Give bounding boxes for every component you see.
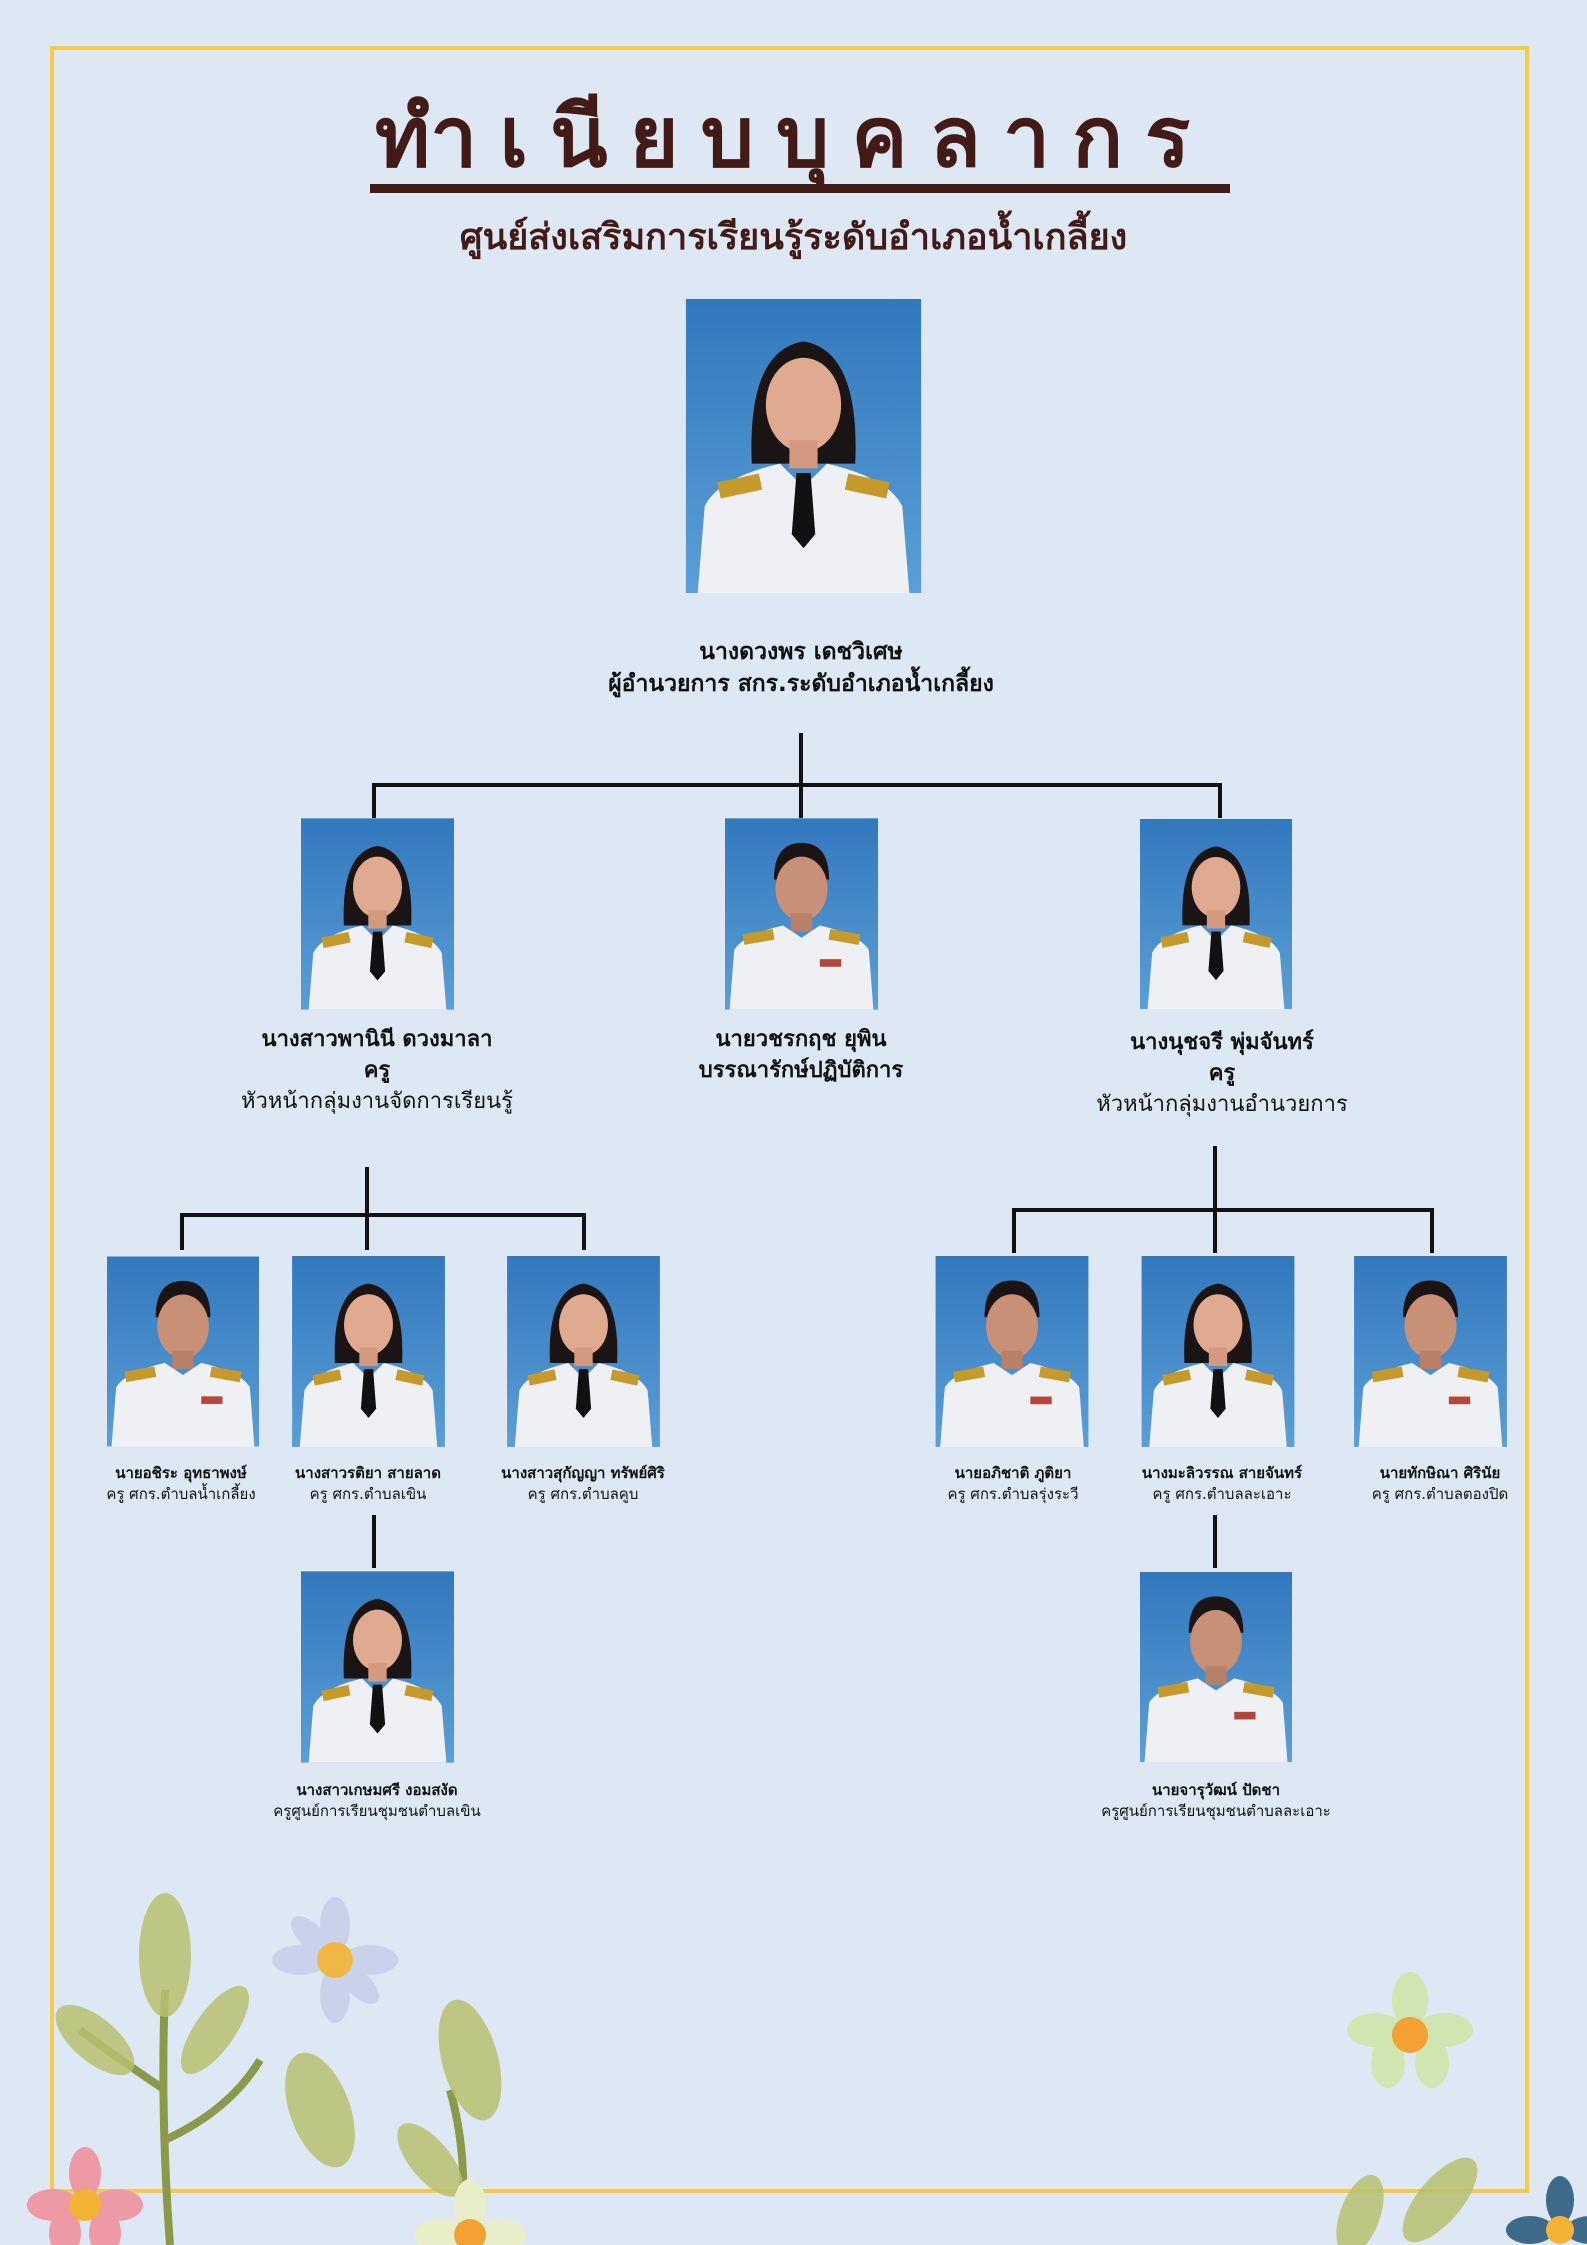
staff-role: ครู — [1208, 1060, 1236, 1086]
staff-role: ครู ศกร.ตำบลตองปิด — [1371, 1485, 1509, 1503]
staff-label: นายวชรกฤช ยุพิน บรรณารักษ์ปฏิบัติการ — [571, 1025, 1031, 1087]
connector-line — [1430, 1208, 1434, 1253]
director-name: นางดวงพร เดชวิเศษ — [699, 639, 903, 665]
staff-role: ครู ศกร.ตำบลรุ่งระวี — [947, 1485, 1079, 1503]
page-subtitle: ศูนย์ส่งเสริมการเรียนรู้ระดับอำเภอน้ำเกล… — [459, 217, 1128, 258]
staff-name: นางสาวรติยา สายลาด — [295, 1464, 441, 1482]
connector-line — [372, 783, 1222, 787]
staff-role: ครู ศกร.ตำบลละเอาะ — [1152, 1485, 1292, 1503]
staff-name: นางนุชจรี พุ่มจันทร์ — [1130, 1030, 1314, 1055]
staff-photo — [1141, 1256, 1295, 1447]
staff-label: นางนุชจรี พุ่มจันทร์ ครู หัวหน้ากลุ่มงาน… — [992, 1028, 1452, 1120]
connector-line — [180, 1213, 586, 1217]
connector-line — [180, 1213, 184, 1250]
connector-line — [1213, 1146, 1217, 1210]
title-underline — [370, 184, 1230, 193]
staff-label: นางสาวพานินี ดวงมาลา ครู หัวหน้ากลุ่มงาน… — [147, 1025, 607, 1117]
connector-line — [1213, 1515, 1217, 1568]
connector-line — [372, 1515, 376, 1568]
staff-photo — [301, 1571, 454, 1763]
connector-line — [1213, 1208, 1217, 1253]
staff-name: นายจารุวัฒน์ ปัดชา — [1151, 1781, 1281, 1799]
page-title: ทำเนียบบุคลากร — [374, 88, 1213, 186]
staff-label: นายจารุวัฒน์ ปัดชา ครูศูนย์การเรียนชุมชน… — [986, 1780, 1446, 1822]
staff-name: นายอภิชาติ ภูติยา — [954, 1464, 1072, 1482]
page-frame — [50, 46, 1529, 2193]
staff-role: ครู ศกร.ตำบลคูบ — [527, 1485, 639, 1503]
staff-role: ครูศูนย์การเรียนชุมชนตำบลเขิน — [273, 1802, 481, 1820]
connector-line — [372, 783, 376, 818]
connector-line — [1218, 783, 1222, 818]
connector-line — [799, 733, 803, 785]
staff-role: ครู — [363, 1057, 391, 1083]
staff-name: นายทักษิณา ศิรินัย — [1379, 1464, 1501, 1482]
staff-photo — [507, 1256, 660, 1447]
staff-name: นายอชิระ อุทธาพงษ์ — [115, 1464, 247, 1482]
staff-role: ครูศูนย์การเรียนชุมชนตำบลละเอาะ — [1101, 1802, 1331, 1820]
connector-line — [1012, 1208, 1016, 1253]
staff-photo — [1354, 1256, 1507, 1447]
flower-decoration-icon — [27, 1893, 1587, 2245]
staff-name: นายวชรกฤช ยุพิน — [715, 1027, 887, 1052]
staff-label: นางสาวสุกัญญา ทรัพย์ศิริ ครู ศกร.ตำบลคูบ — [353, 1463, 813, 1505]
staff-role: ครู ศกร.ตำบลเขิน — [309, 1485, 427, 1503]
staff-label: นายอภิชาติ ภูติยา ครู ศกร.ตำบลรุ่งระวี — [783, 1463, 1243, 1505]
staff-label: นายอชิระ อุทธาพงษ์ ครู ศกร.ตำบลน้ำเกลี้ย… — [0, 1463, 411, 1505]
director-photo — [677, 299, 930, 593]
staff-photo — [725, 818, 878, 1010]
director-label: นางดวงพร เดชวิเศษ ผู้อำนวยการ สกร.ระดับอ… — [571, 636, 1031, 700]
connector-line — [365, 1167, 369, 1215]
staff-photo — [1140, 1571, 1292, 1763]
connector-line — [582, 1213, 586, 1250]
staff-name: นางสาวเกษมศรี งอมสงัด — [296, 1781, 458, 1799]
staff-label: นางมะลิวรรณ สายจันทร์ ครู ศกร.ตำบลละเอาะ — [992, 1463, 1452, 1505]
connector-line — [365, 1213, 369, 1250]
staff-label: นายทักษิณา ศิรินัย ครู ศกร.ตำบลตองปิด — [1210, 1463, 1587, 1505]
staff-role: ครู ศกร.ตำบลน้ำเกลี้ยง — [106, 1485, 256, 1503]
connector-line — [1012, 1208, 1434, 1212]
staff-name: นางสาวพานินี ดวงมาลา — [261, 1027, 493, 1052]
staff-name: นางมะลิวรรณ สายจันทร์ — [1141, 1464, 1303, 1482]
staff-duty: หัวหน้ากลุ่มงานอำนวยการ — [1096, 1091, 1348, 1117]
staff-photo — [935, 1256, 1089, 1447]
staff-role: บรรณารักษ์ปฏิบัติการ — [698, 1057, 904, 1083]
staff-photo — [1140, 818, 1292, 1010]
staff-photo — [107, 1256, 259, 1447]
staff-duty: หัวหน้ากลุ่มงานจัดการเรียนรู้ — [241, 1088, 513, 1114]
staff-label: นางสาวรติยา สายลาด ครู ศกร.ตำบลเขิน — [138, 1463, 598, 1505]
staff-name: นางสาวสุกัญญา ทรัพย์ศิริ — [501, 1464, 665, 1482]
staff-photo — [292, 1256, 445, 1447]
staff-photo — [301, 818, 454, 1010]
director-role: ผู้อำนวยการ สกร.ระดับอำเภอน้ำเกลี้ยง — [608, 671, 994, 698]
connector-line — [799, 783, 803, 818]
staff-label: นางสาวเกษมศรี งอมสงัด ครูศูนย์การเรียนชุ… — [147, 1780, 607, 1822]
